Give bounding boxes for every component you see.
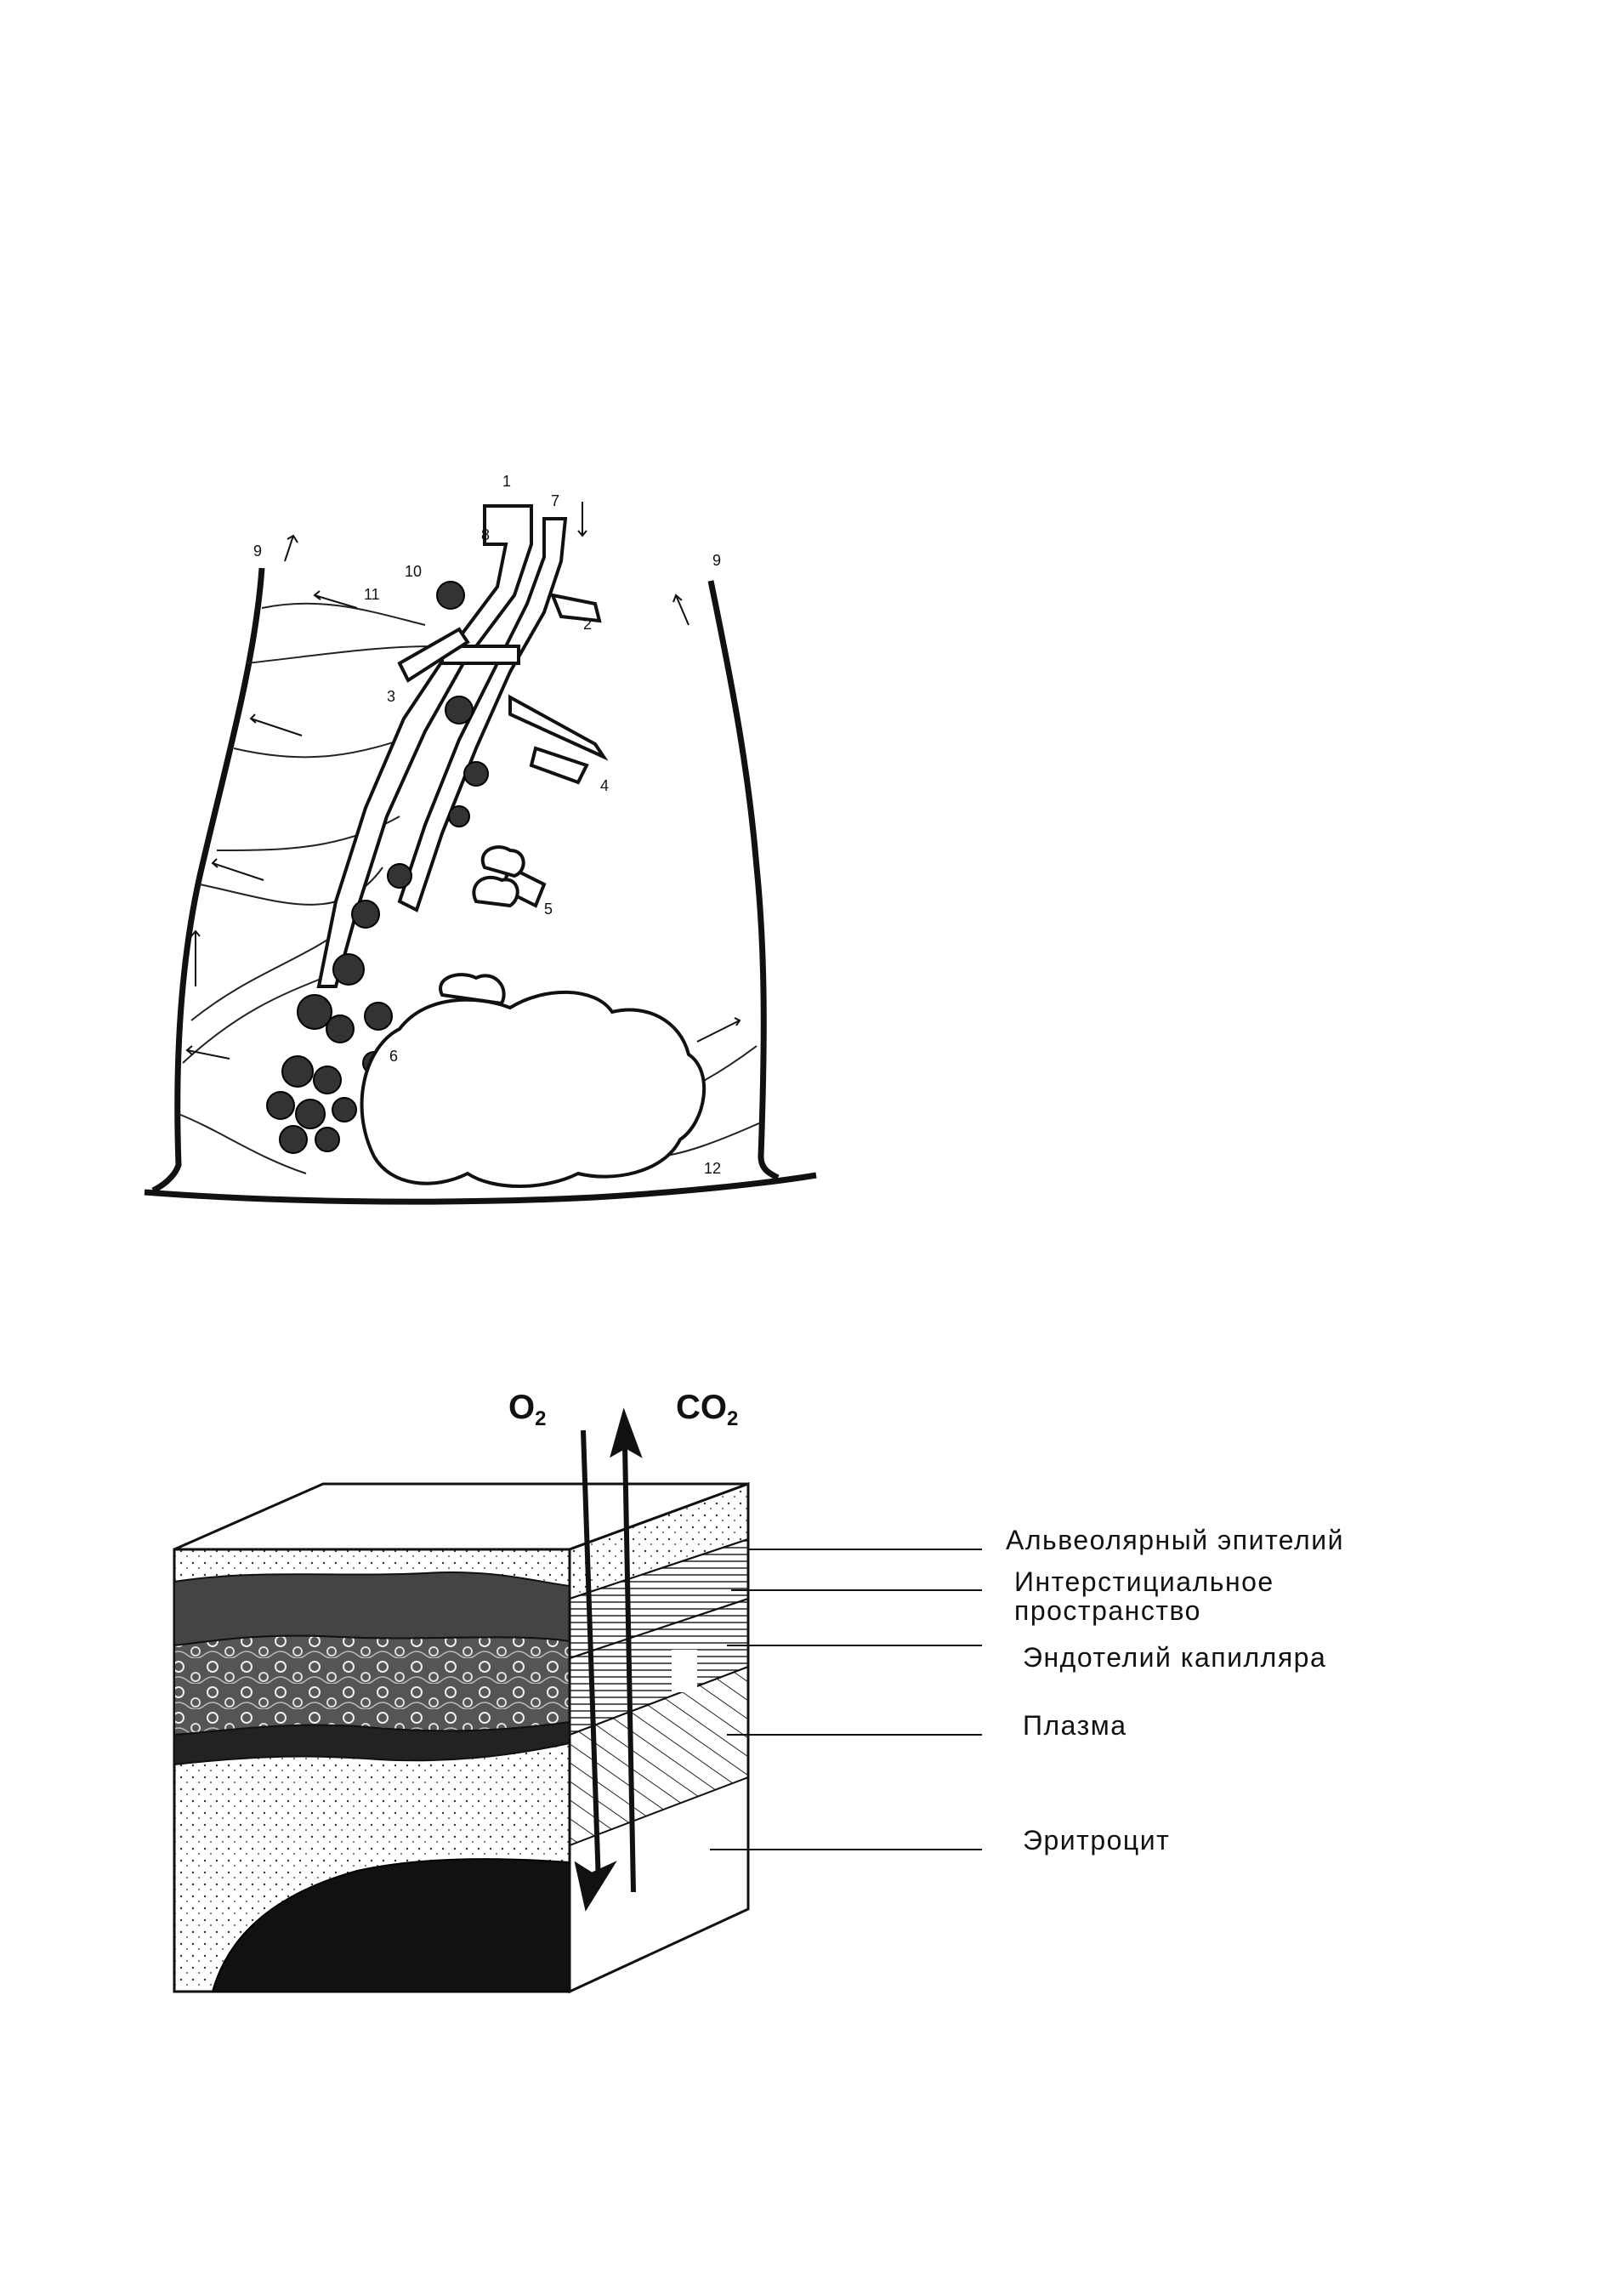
left-vessel — [151, 567, 265, 1194]
number-8: 8 — [481, 526, 490, 543]
number-4: 4 — [600, 777, 609, 794]
label-erythrocyte: Эритроцит — [1023, 1825, 1170, 1856]
number-9-left: 9 — [253, 543, 262, 560]
alveoli-clusters-dark — [266, 581, 489, 1154]
o2-label: O2 — [508, 1389, 546, 1430]
label-alveolar-epithelium: Альвеолярный эпителий — [1006, 1525, 1344, 1555]
number-6: 6 — [389, 1048, 398, 1065]
co2-label: CO2 — [676, 1389, 738, 1430]
label-interstitial-1: Интерстициальное — [1014, 1566, 1274, 1597]
label-interstitial-2: пространство — [1014, 1595, 1201, 1626]
bronchial-tree-illustration: 1 2 3 4 5 6 7 8 9 9 10 11 12 — [144, 473, 817, 1205]
bronchus — [316, 504, 609, 988]
number-7: 7 — [551, 492, 559, 509]
number-9-right: 9 — [712, 552, 721, 569]
gas-exchange-arrows — [574, 1407, 643, 1912]
number-12: 12 — [704, 1160, 721, 1177]
alveolar-sacs — [360, 845, 707, 1188]
number-1: 1 — [502, 473, 511, 490]
number-3: 3 — [387, 688, 395, 705]
label-plasma: Плазма — [1023, 1710, 1127, 1741]
number-11: 11 — [364, 586, 380, 603]
layer-labels: Альвеолярный эпителий Интерстициальное п… — [1006, 1525, 1344, 1856]
number-10: 10 — [405, 563, 422, 580]
erythrocyte-shape — [211, 1858, 570, 1992]
bottom-vessel — [144, 1172, 817, 1205]
number-5: 5 — [544, 901, 553, 918]
gas-labels: O2 CO2 — [508, 1389, 738, 1430]
light-spot — [672, 1650, 697, 1692]
flow-arrows — [185, 502, 741, 1060]
label-capillary-endothelium: Эндотелий капилляра — [1023, 1642, 1326, 1673]
air-blood-barrier-diagram: O2 CO2 Альвеолярный эпителий Интерстициа… — [173, 1389, 1344, 1994]
number-2: 2 — [583, 616, 592, 633]
tissue-band-upper — [173, 1571, 570, 1647]
tissue-band-middle — [173, 1634, 570, 1736]
leader-lines — [710, 1549, 982, 1850]
right-vessel — [707, 580, 780, 1181]
figure-numbers: 1 2 3 4 5 6 7 8 9 9 10 11 12 — [253, 473, 721, 1177]
